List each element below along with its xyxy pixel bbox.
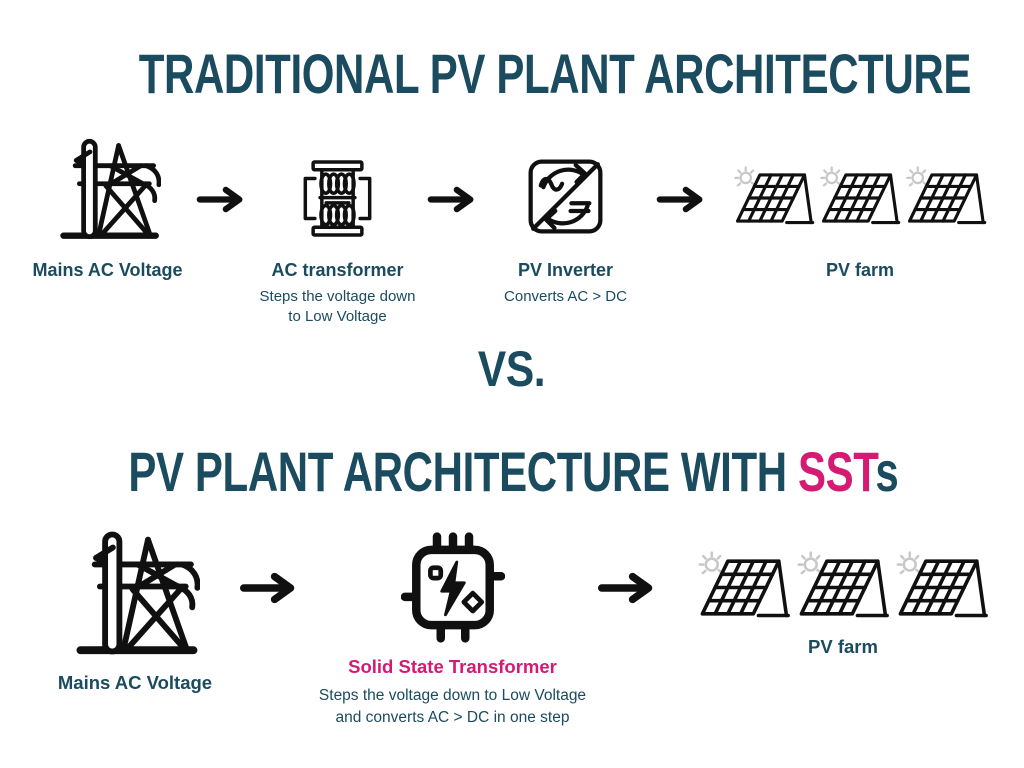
solar-panel-icon xyxy=(697,551,791,624)
arrow-right-icon xyxy=(596,572,660,604)
item-label: Mains AC Voltage xyxy=(57,672,213,693)
bottom-title-highlight: SST xyxy=(797,440,876,503)
item-label: Solid State Transformer xyxy=(348,656,557,677)
solar-panel-icon xyxy=(905,166,987,230)
arrow-right-icon xyxy=(656,186,708,213)
flow-item-pv-inverter: PV Inverter Converts AC > DC xyxy=(478,132,653,307)
solar-panel-group xyxy=(697,551,989,624)
bottom-title-prefix: PV PLANT ARCHITECTURE WITH xyxy=(128,440,798,503)
item-label: PV Inverter xyxy=(517,260,614,280)
solar-panel-group xyxy=(733,166,987,230)
arrow-right-icon xyxy=(427,186,479,213)
arrow-right-icon xyxy=(196,186,248,213)
top-section-title: TRADITIONAL PV PLANT ARCHITECTURE xyxy=(138,42,972,105)
bottom-title-suffix: s xyxy=(875,440,899,503)
pv-inverter-icon xyxy=(523,154,608,239)
vs-divider: VS. xyxy=(478,341,546,397)
solar-panel-icon xyxy=(819,166,901,230)
flow-item-pv-farm-top: PV farm xyxy=(732,132,988,282)
solar-panel-icon xyxy=(796,551,890,624)
solar-panel-icon xyxy=(733,166,815,230)
item-sublabel: Steps the voltage down to Low Voltage xyxy=(259,287,416,326)
sst-chip-icon xyxy=(401,531,505,644)
item-label: PV farm xyxy=(825,260,895,280)
flow-item-solid-state-transformer: Solid State Transformer Steps the voltag… xyxy=(300,520,605,728)
flow-item-mains-ac-bottom: Mains AC Voltage xyxy=(40,522,230,694)
ac-transformer-icon xyxy=(294,155,381,242)
flow-item-mains-ac-top: Mains AC Voltage xyxy=(25,132,190,282)
transmission-tower-icon xyxy=(70,528,200,658)
bottom-section-title: PV PLANT ARCHITECTURE WITH SSTs xyxy=(0,444,1024,500)
item-label: AC transformer xyxy=(271,260,404,280)
solar-panel-icon xyxy=(895,551,989,624)
item-sublabel: Converts AC > DC xyxy=(504,287,627,305)
flow-item-pv-farm-bottom: PV farm xyxy=(693,520,993,658)
transmission-tower-icon xyxy=(55,136,161,242)
arrow-right-icon xyxy=(238,572,302,604)
item-sublabel: Steps the voltage down to Low Voltage an… xyxy=(318,687,587,726)
item-label: PV farm xyxy=(808,636,878,657)
flow-item-ac-transformer: AC transformer Steps the voltage down to… xyxy=(250,132,425,328)
item-label: Mains AC Voltage xyxy=(32,260,183,280)
